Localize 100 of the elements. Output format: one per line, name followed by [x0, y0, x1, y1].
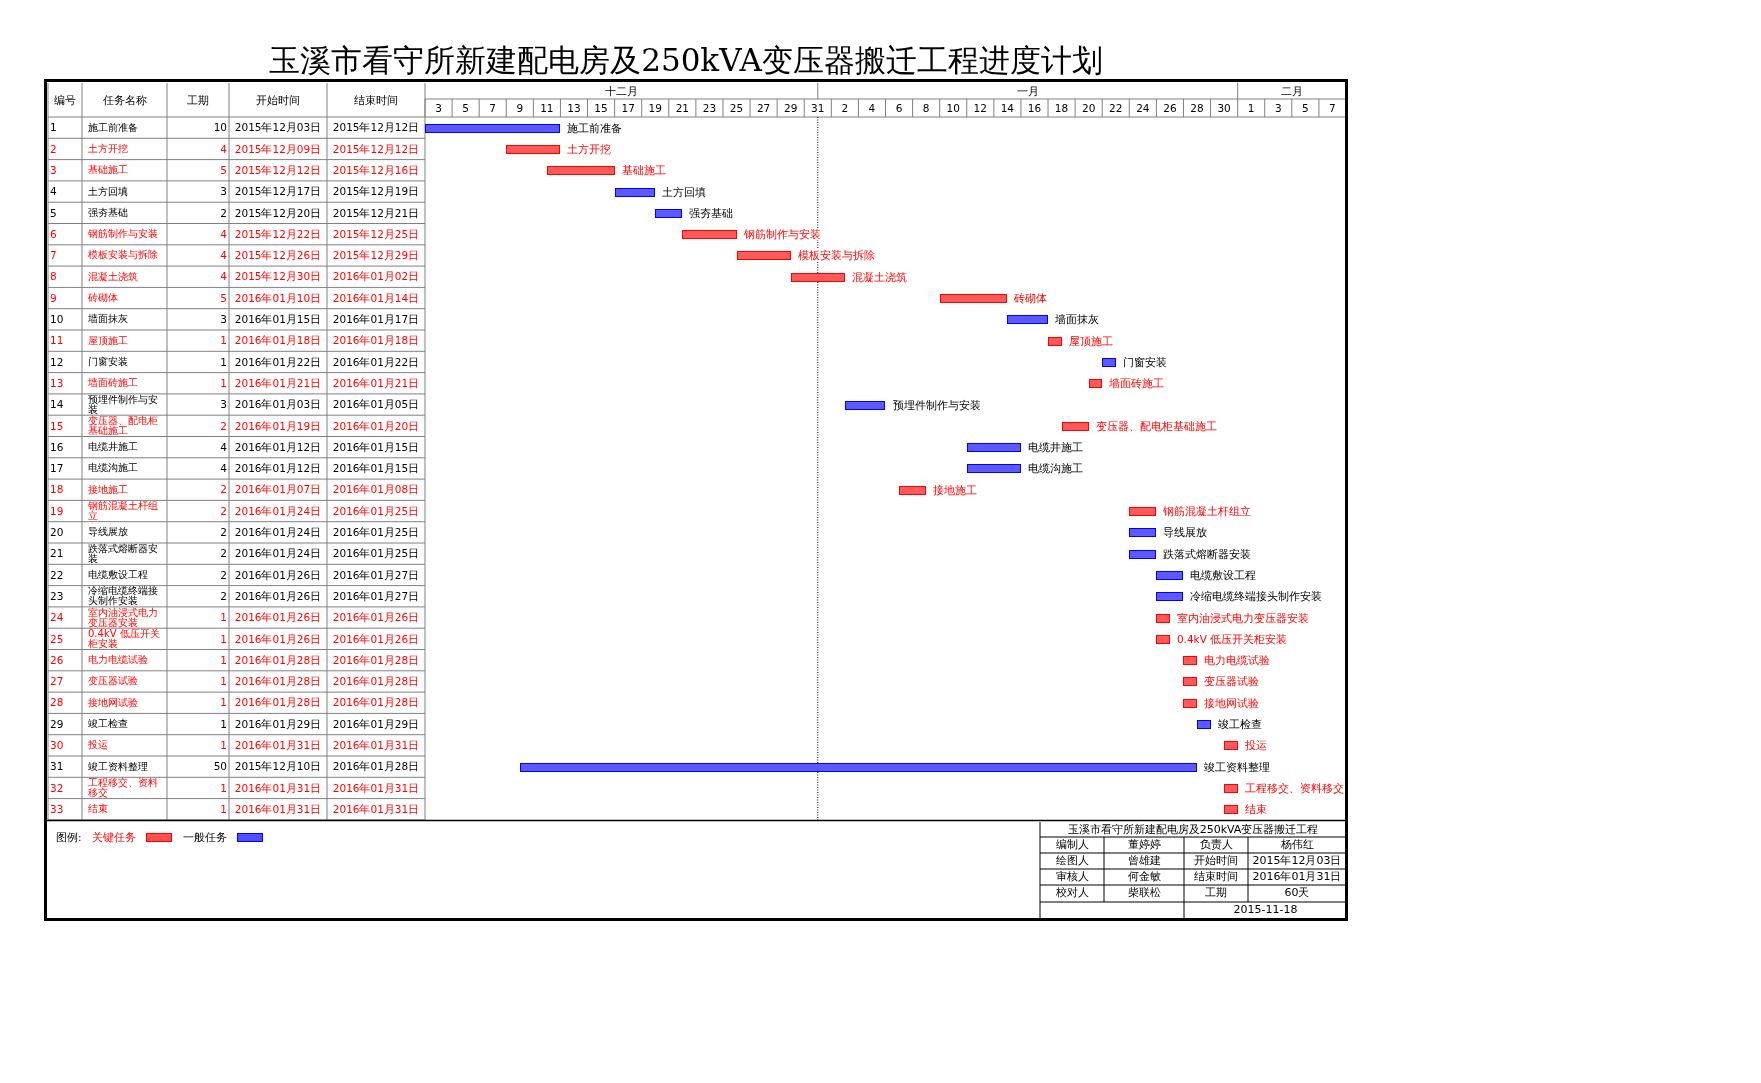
- duration-value: 1: [219, 376, 227, 391]
- duration-value: 1: [219, 738, 227, 754]
- task-name: 投运: [88, 738, 109, 753]
- day-label: 16: [1026, 100, 1043, 116]
- row-number: 19: [50, 503, 65, 519]
- task-name: 导线展放: [88, 525, 129, 540]
- bar-label: 强夯基础: [689, 206, 734, 219]
- day-label: 1: [1246, 100, 1256, 116]
- bar-label: 施工前准备: [567, 121, 623, 134]
- task-bar: [939, 294, 1008, 304]
- task-name: 接地施工: [88, 482, 129, 497]
- month-label: 一月: [1015, 84, 1040, 99]
- task-name: 门窗安装: [88, 354, 129, 369]
- task-bar: [1102, 357, 1116, 367]
- end-date: 2016年01月18日: [331, 333, 421, 349]
- task-name: 冷缩电缆终端接头制作安装: [88, 586, 159, 606]
- row-number: 6: [50, 226, 58, 242]
- bar-label: 墙面砖施工: [1109, 377, 1165, 390]
- task-name: 基础施工: [88, 163, 129, 178]
- task-name: 工程移交、资料移交: [88, 778, 159, 798]
- row-number: 29: [50, 716, 65, 732]
- task-name: 跌落式熔断器安装: [88, 544, 159, 564]
- task-name: 结束: [88, 802, 109, 817]
- row-number: 2: [50, 141, 58, 157]
- start-date: 2016年01月28日: [233, 652, 323, 668]
- task-name: 竣工检查: [88, 717, 129, 732]
- day-label: 19: [647, 100, 663, 116]
- end-date: 2016年01月21日: [331, 376, 421, 391]
- end-date: 2015年12月19日: [331, 184, 421, 200]
- bar-label: 变压器试验: [1204, 675, 1259, 688]
- task-bar: [1156, 634, 1170, 644]
- row-number: 25: [50, 631, 65, 647]
- start-date: 2016年01月26日: [233, 610, 323, 626]
- task-name: 竣工资料整理: [88, 759, 149, 774]
- column-header: 任务名称: [101, 92, 148, 108]
- task-name: 墙面抹灰: [88, 312, 129, 327]
- start-date: 2015年12月10日: [233, 759, 323, 775]
- row-number: 17: [50, 461, 65, 477]
- start-date: 2015年12月22日: [233, 226, 323, 242]
- start-date: 2015年12月12日: [233, 163, 323, 178]
- task-bar: [1183, 677, 1197, 687]
- month-label: 二月: [1279, 84, 1304, 99]
- duration-value: 5: [219, 290, 227, 306]
- start-date: 2016年01月26日: [233, 631, 323, 647]
- start-date: 2016年01月10日: [233, 290, 323, 306]
- end-date: 2015年12月12日: [331, 141, 421, 157]
- start-date: 2016年01月24日: [233, 525, 323, 541]
- task-bar: [655, 208, 683, 218]
- end-date: 2016年01月02日: [331, 269, 421, 285]
- info-text: 2016年01月31日: [1251, 870, 1343, 884]
- task-bar: [1129, 528, 1157, 538]
- task-bar: [1197, 720, 1211, 730]
- bar-label: 竣工检查: [1217, 718, 1262, 731]
- bar-label: 变压器、配电柜基础施工: [1095, 419, 1217, 432]
- row-number: 14: [50, 397, 65, 413]
- task-name: 屋顶施工: [88, 333, 129, 348]
- start-date: 2016年01月28日: [233, 674, 323, 690]
- row-number: 8: [50, 269, 58, 285]
- info-text: 柴联松: [1126, 886, 1162, 901]
- end-date: 2016年01月15日: [331, 461, 421, 477]
- task-bar: [1183, 656, 1197, 666]
- legend-title: 图例:: [56, 829, 83, 845]
- bar-label: 钢筋混凝土杆组立: [1163, 505, 1252, 518]
- duration-value: 1: [219, 695, 227, 711]
- task-name: 室内油浸式电力变压器安装: [88, 607, 159, 628]
- task-name: 电缆沟施工: [88, 461, 139, 476]
- end-date: 2016年01月25日: [331, 525, 421, 541]
- task-name: 电缆敷设工程: [88, 567, 149, 582]
- task-bar: [506, 144, 561, 154]
- bar-label: 电缆沟施工: [1027, 462, 1083, 475]
- duration-value: 3: [219, 397, 227, 413]
- day-label: 26: [1162, 100, 1178, 116]
- day-label: 6: [894, 100, 904, 116]
- bar-label: 钢筋制作与安装: [743, 228, 821, 241]
- bar-label: 投运: [1244, 739, 1267, 752]
- day-label: 17: [620, 100, 636, 116]
- start-date: 2016年01月31日: [233, 738, 323, 754]
- end-date: 2016年01月29日: [331, 716, 421, 732]
- day-label: 9: [515, 100, 525, 116]
- task-name: 土方回填: [88, 184, 129, 199]
- duration-value: 4: [219, 248, 227, 264]
- day-label: 23: [701, 100, 718, 116]
- row-number: 24: [50, 610, 65, 626]
- task-name: 砖砌体: [88, 291, 119, 306]
- start-date: 2016年01月29日: [233, 716, 323, 732]
- bar-label: 室内油浸式电力变压器安装: [1176, 611, 1309, 624]
- end-date: 2016年01月27日: [331, 567, 421, 583]
- column-header: 结束时间: [353, 92, 399, 108]
- bar-label: 门窗安装: [1122, 355, 1167, 368]
- task-bar: [736, 251, 791, 261]
- duration-value: 5: [219, 163, 227, 178]
- task-bar: [425, 123, 561, 133]
- end-date: 2016年01月15日: [331, 439, 421, 455]
- task-bar: [1183, 698, 1197, 708]
- start-date: 2016年01月26日: [233, 567, 323, 583]
- end-date: 2016年01月31日: [331, 738, 421, 754]
- duration-value: 4: [219, 461, 227, 477]
- task-name: 变压器试验: [88, 674, 139, 689]
- row-number: 27: [50, 674, 65, 690]
- duration-value: 1: [219, 716, 227, 732]
